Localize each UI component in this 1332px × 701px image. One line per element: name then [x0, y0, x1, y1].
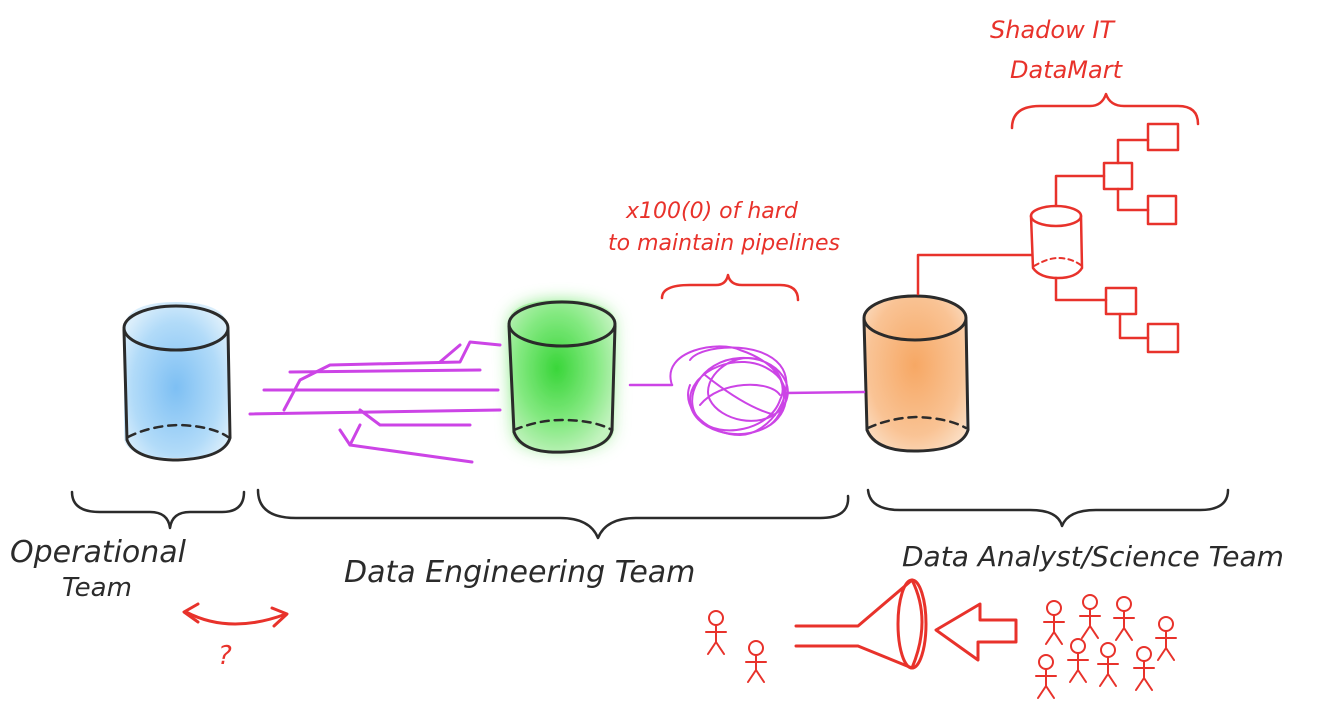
- unclear-relationship-arrow: [182, 602, 289, 628]
- shadow-datamart-tree: [916, 122, 1180, 354]
- operational-brace: [70, 490, 246, 530]
- operational-label-line1: Operational: [10, 535, 187, 570]
- analyst-label: Data Analyst/Science Team: [902, 540, 1284, 573]
- analyst-brace: [866, 488, 1230, 528]
- engineering-brace: [256, 488, 850, 540]
- operational-label-line2: Team: [62, 573, 132, 603]
- stick-figure-icon: [745, 640, 767, 683]
- engineering-database-icon: [507, 300, 617, 454]
- tangled-pipelines-icon: [628, 345, 866, 436]
- datamart-label-line2: DataMart: [1010, 56, 1124, 84]
- stick-figure-icon: [705, 610, 727, 655]
- team-crowd-icon: [1035, 594, 1177, 699]
- operational-database-icon: [122, 302, 232, 462]
- arrow-left-icon: [934, 602, 1018, 662]
- pipeline-lines: [248, 340, 502, 464]
- pipelines-label-line2: to maintain pipelines: [608, 231, 840, 256]
- pipelines-brace: [660, 273, 800, 302]
- question-mark: ?: [218, 641, 232, 671]
- datamart-brace: [1010, 92, 1200, 130]
- analyst-database-icon: [862, 294, 970, 453]
- pipelines-label-line1: x100(0) of hard: [625, 199, 799, 224]
- funnel-icon: [794, 578, 928, 670]
- engineering-label: Data Engineering Team: [344, 555, 695, 590]
- datamart-label-line1: Shadow IT: [990, 16, 1116, 44]
